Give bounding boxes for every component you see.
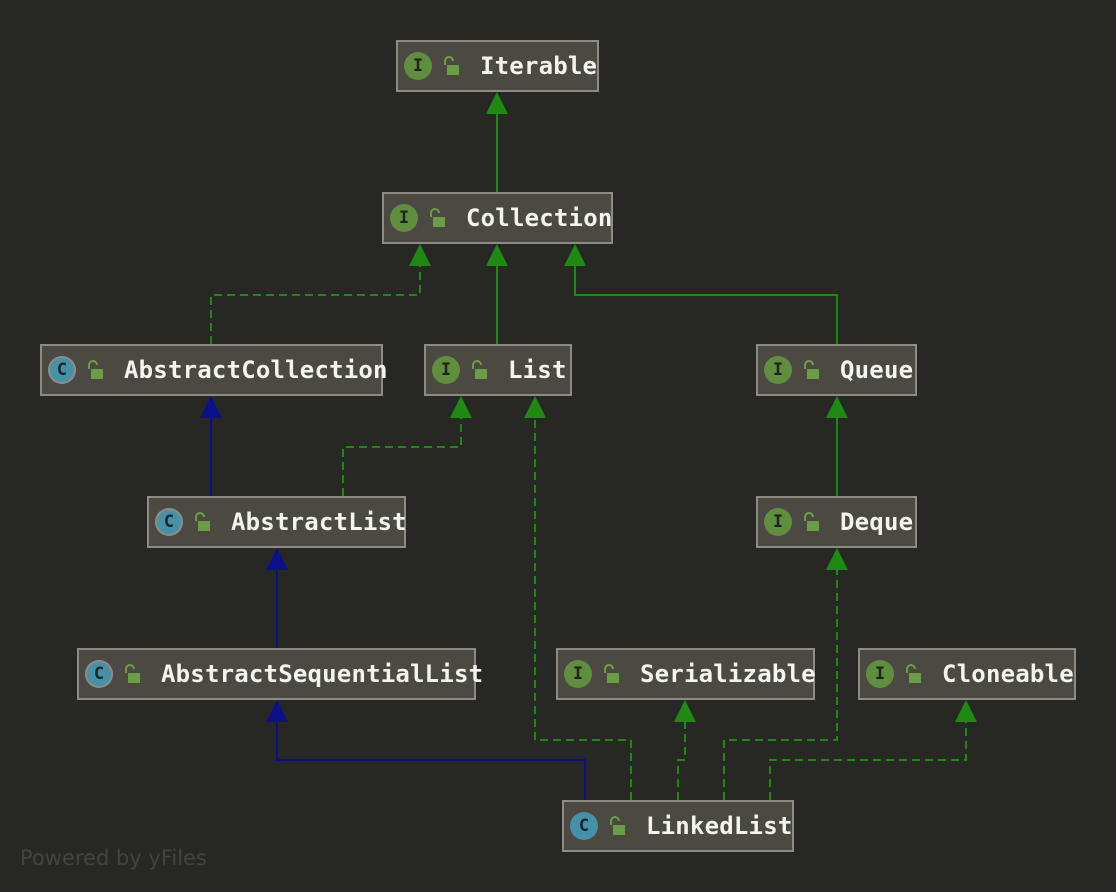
open-lock-icon <box>804 512 819 531</box>
node-label: AbstractList <box>231 508 407 536</box>
node-abstract-collection[interactable]: C AbstractCollection <box>40 344 387 396</box>
interface-icon: I <box>404 52 432 80</box>
node-abstract-list[interactable]: C AbstractList <box>147 496 407 548</box>
edge-linkedlist-abstractsequentiallist <box>266 700 586 800</box>
node-label: Queue <box>840 356 914 384</box>
abstract-class-icon: C <box>155 508 183 536</box>
interface-icon: I <box>764 508 792 536</box>
edge-abstractlist-abstractcollection <box>200 396 222 496</box>
interface-icon: I <box>764 356 792 384</box>
edge-deque-queue <box>826 396 848 496</box>
node-label: AbstractCollection <box>124 356 388 384</box>
node-label: Serializable <box>640 660 816 688</box>
edge-linkedlist-list <box>524 396 632 800</box>
node-abstract-sequential-list[interactable]: C AbstractSequentialList <box>77 648 483 700</box>
node-queue[interactable]: I Queue <box>756 344 917 396</box>
open-lock-icon <box>610 816 625 835</box>
node-collection[interactable]: I Collection <box>382 192 613 244</box>
node-label: List <box>508 356 567 384</box>
interface-icon: I <box>564 660 592 688</box>
edge-abstractsequentiallist-abstractlist <box>266 548 288 648</box>
node-deque[interactable]: I Deque <box>756 496 917 548</box>
open-lock-icon <box>430 208 445 227</box>
node-label: Iterable <box>480 52 598 80</box>
interface-icon: I <box>432 356 460 384</box>
open-lock-icon <box>88 360 103 379</box>
node-label: AbstractSequentialList <box>161 660 484 688</box>
node-serializable[interactable]: I Serializable <box>556 648 816 700</box>
edge-abstractcollection-collection <box>210 244 431 344</box>
edge-linkedlist-serializable <box>674 700 696 800</box>
edge-queue-collection <box>564 244 838 344</box>
open-lock-icon <box>604 664 619 683</box>
interface-icon: I <box>390 204 418 232</box>
class-icon: C <box>570 812 598 840</box>
node-cloneable[interactable]: I Cloneable <box>858 648 1076 700</box>
edge-linkedlist-deque <box>723 548 848 800</box>
node-linked-list[interactable]: C LinkedList <box>562 800 794 852</box>
open-lock-icon <box>906 664 921 683</box>
node-label: LinkedList <box>646 812 793 840</box>
edge-linkedlist-cloneable <box>769 700 977 800</box>
watermark: Powered by yFiles <box>20 846 207 870</box>
node-iterable[interactable]: I Iterable <box>396 40 599 92</box>
node-list[interactable]: I List <box>424 344 572 396</box>
open-lock-icon <box>804 360 819 379</box>
edge-collection-iterable <box>486 92 508 192</box>
node-label: Cloneable <box>942 660 1074 688</box>
open-lock-icon <box>195 512 210 531</box>
edge-list-collection <box>486 244 508 344</box>
abstract-class-icon: C <box>48 356 76 384</box>
edge-abstractlist-list <box>342 396 472 496</box>
open-lock-icon <box>472 360 487 379</box>
open-lock-icon <box>444 56 459 75</box>
abstract-class-icon: C <box>85 660 113 688</box>
interface-icon: I <box>866 660 894 688</box>
node-label: Deque <box>840 508 914 536</box>
node-label: Collection <box>466 204 613 232</box>
open-lock-icon <box>125 664 140 683</box>
